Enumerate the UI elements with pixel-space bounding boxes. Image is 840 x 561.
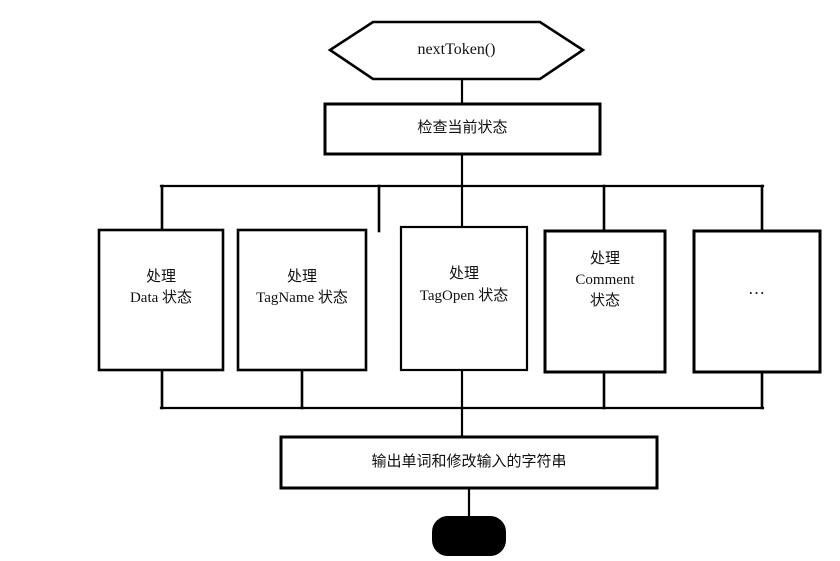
start-hexagon <box>327 20 586 81</box>
branch-box-tagname <box>236 228 368 372</box>
connector-lines <box>159 77 765 522</box>
branch-box-tagopen <box>399 225 529 372</box>
branch-box-comment <box>543 229 667 374</box>
branch-box-data <box>97 228 225 372</box>
end-terminal <box>432 516 506 556</box>
branch-box-more <box>692 229 822 374</box>
check-state-box <box>323 102 602 156</box>
output-box <box>279 435 659 490</box>
